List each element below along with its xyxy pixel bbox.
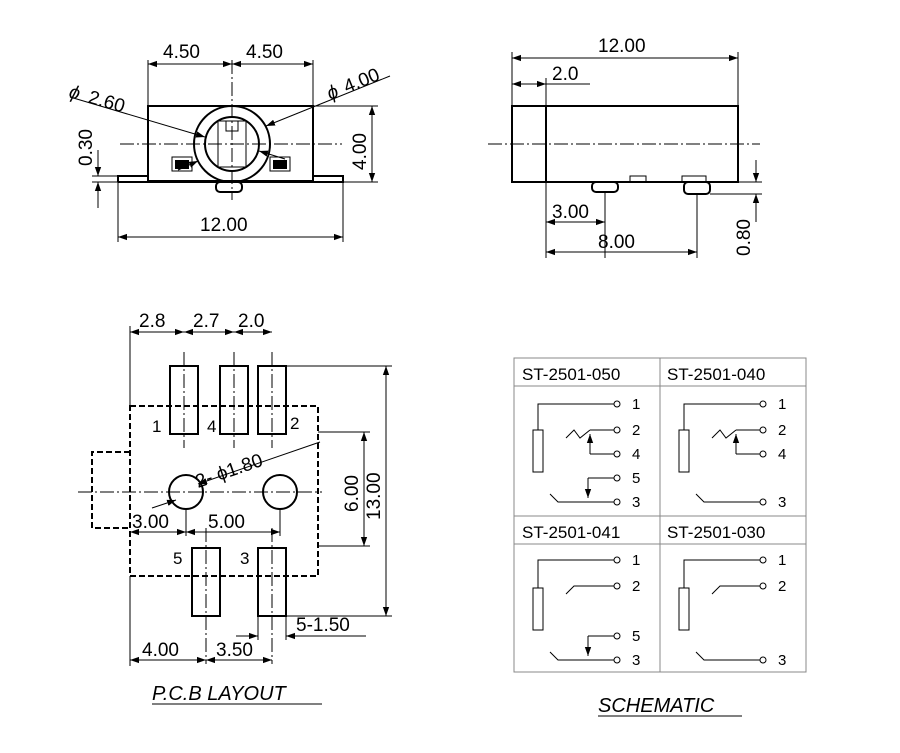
- pin-040-2: 2: [778, 422, 786, 439]
- left-tab-fill: [175, 160, 189, 169]
- dim-height-right: 4.00: [350, 133, 371, 170]
- dim-hole: 2- ϕ1.80: [193, 450, 266, 493]
- phi-symbol-small: ϕ: [67, 82, 83, 105]
- dim-width: 12.00: [200, 215, 248, 236]
- pin-040-4: 4: [778, 446, 786, 463]
- dim-b2: 3.50: [216, 640, 253, 661]
- pcb-layout: 1 4 2 5 3 2.8 2.7 2.0 2- ϕ1.80 6.00 13.0…: [78, 311, 392, 705]
- side-pin-1: [591, 181, 619, 193]
- side-view: 12.00 2.0 3.00 8.00 0.80: [488, 36, 762, 258]
- pin-041-1: 1: [632, 552, 640, 569]
- model-041: ST-2501-041: [522, 523, 620, 542]
- dim-pcb-a: 2.8: [139, 311, 165, 332]
- dim-height-inner: 6.00: [342, 475, 363, 512]
- pin-041-2: 2: [632, 578, 640, 595]
- pin-050-4: 4: [632, 446, 640, 463]
- pin-030-3: 3: [778, 652, 786, 669]
- pin-050-2: 2: [632, 422, 640, 439]
- dim-half-right: 4.50: [246, 42, 283, 63]
- dim-step: 2.0: [552, 64, 578, 85]
- pad-label-5: 5: [173, 549, 182, 568]
- dim-x2: 5.00: [208, 512, 245, 533]
- pcb-outline: [129, 405, 319, 577]
- side-pin-2: [683, 181, 711, 195]
- pcb-outline-tab: [91, 451, 130, 529]
- pad-2: [257, 365, 287, 435]
- dim-x1: 3.00: [132, 512, 169, 533]
- schematic-050: 1 2 4 5 3: [532, 396, 640, 511]
- schematic-040: 1 2 4 3: [678, 396, 786, 511]
- pin-041-3: 3: [632, 652, 640, 669]
- model-030: ST-2501-030: [667, 523, 765, 542]
- dim-phi-small: 2.60: [86, 87, 127, 117]
- bottom-pin: [215, 181, 243, 193]
- dim-pcb-c: 2.0: [238, 311, 264, 332]
- dim-pin-offset: 3.00: [552, 202, 589, 223]
- top-view: 4.50 4.50 ϕ 2.60 ϕ 4.00 0.30 4.00 12.00: [67, 42, 391, 242]
- pin-030-1: 1: [778, 552, 786, 569]
- schematic-041: 1 2 5 3: [532, 552, 640, 669]
- dim-phi-large: 4.00: [341, 65, 383, 98]
- model-040: ST-2501-040: [667, 365, 765, 384]
- schematic-caption: SCHEMATIC: [598, 695, 715, 717]
- pad-label-2: 2: [290, 414, 299, 433]
- dim-pad: 5-1.50: [296, 615, 350, 636]
- pad-label-4: 4: [207, 417, 216, 436]
- schematic-table: ST-2501-050 ST-2501-040 ST-2501-041 ST-2…: [513, 357, 807, 717]
- dim-height-outer: 13.00: [364, 472, 385, 520]
- pin-050-5: 5: [632, 470, 640, 487]
- dim-b1: 4.00: [142, 640, 179, 661]
- pad-3: [257, 547, 287, 617]
- side-notch: [629, 175, 647, 183]
- dim-height-left: 0.30: [76, 129, 97, 166]
- pin-040-3: 3: [778, 494, 786, 511]
- schematic-030: 1 2 3: [678, 552, 786, 669]
- pad-4: [219, 365, 249, 435]
- right-tab-fill: [273, 160, 287, 169]
- dim-length: 12.00: [598, 36, 646, 57]
- pin-040-1: 1: [778, 396, 786, 413]
- dim-pcb-b: 2.7: [193, 311, 219, 332]
- pin-050-3: 3: [632, 494, 640, 511]
- dim-half-left: 4.50: [163, 42, 200, 63]
- pcb-caption: P.C.B LAYOUT: [152, 683, 288, 705]
- pad-5: [191, 547, 221, 617]
- dim-pin-span: 8.00: [598, 232, 635, 253]
- pad-1: [169, 365, 199, 435]
- dim-pin-height: 0.80: [734, 219, 755, 256]
- pad-label-1: 1: [152, 417, 161, 436]
- pin-030-2: 2: [778, 578, 786, 595]
- model-050: ST-2501-050: [522, 365, 620, 384]
- pin-050-1: 1: [632, 396, 640, 413]
- pad-label-3: 3: [240, 549, 249, 568]
- pin-041-5: 5: [632, 628, 640, 645]
